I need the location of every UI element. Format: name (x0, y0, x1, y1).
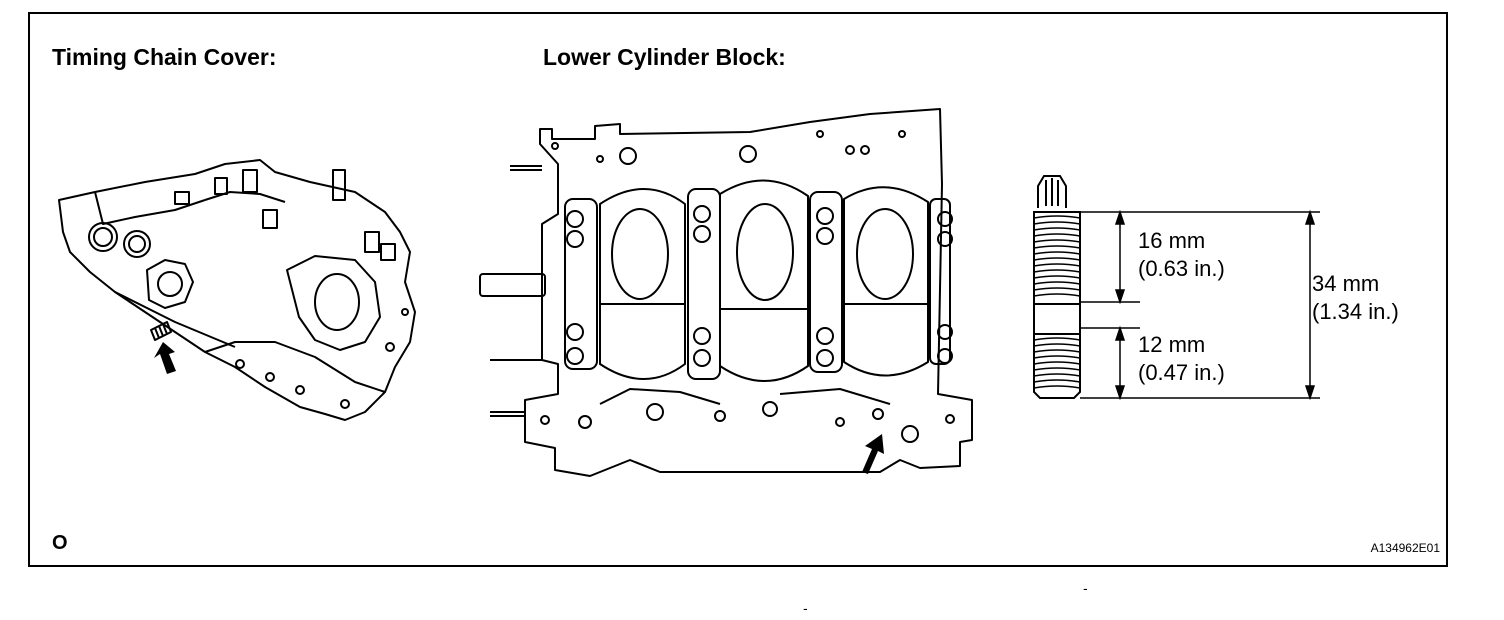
stud-bolt-drawing (1033, 175, 1081, 399)
thread-line (1033, 337, 1081, 341)
lower-length-mm: 12 mm (1138, 332, 1206, 357)
figure-code: A134962E01 (1370, 541, 1440, 555)
thread-line (1033, 263, 1081, 267)
thread-line (1033, 233, 1081, 237)
stud-dimension-lines (1080, 209, 1320, 401)
upper-length-label: 16 mm (0.63 in.) (1138, 227, 1225, 283)
thread-line (1033, 215, 1081, 219)
lower-cylinder-block-drawing (479, 108, 973, 477)
thread-line (1033, 367, 1081, 371)
overall-length-inch: (1.34 in.) (1312, 299, 1399, 324)
thread-line (1033, 343, 1081, 347)
lower-length-inch: (0.47 in.) (1138, 360, 1225, 385)
thread-line (1033, 251, 1081, 255)
thread-line (1033, 239, 1081, 243)
upper-length-mm: 16 mm (1138, 228, 1206, 253)
thread-line (1033, 269, 1081, 273)
lower-length-label: 12 mm (0.47 in.) (1138, 331, 1225, 387)
thread-line (1033, 275, 1081, 279)
thread-line (1033, 287, 1081, 291)
thread-line (1033, 227, 1081, 231)
timing-chain-cover-title: Timing Chain Cover: (52, 44, 277, 70)
thread-line (1033, 355, 1081, 359)
overall-length-mm: 34 mm (1312, 271, 1380, 296)
overall-length-label: 34 mm (1.34 in.) (1312, 270, 1399, 326)
thread-line (1033, 257, 1081, 261)
figure-frame: Timing Chain Cover: Lower Cylinder Block… (28, 12, 1448, 567)
thread-line (1033, 221, 1081, 225)
thread-line (1033, 361, 1081, 365)
lower-cylinder-block-title: Lower Cylinder Block: (543, 44, 786, 70)
corner-mark: O (52, 532, 68, 554)
thread-line (1033, 245, 1081, 249)
thread-line (1033, 293, 1081, 297)
thread-line (1033, 281, 1081, 285)
thread-line (1033, 379, 1081, 383)
stray-dash: - (1083, 580, 1088, 596)
upper-length-inch: (0.63 in.) (1138, 256, 1225, 281)
stray-dash: - (803, 600, 808, 616)
thread-line (1033, 349, 1081, 353)
timing-chain-cover-drawing (58, 159, 416, 421)
thread-line (1033, 385, 1081, 389)
thread-line (1033, 373, 1081, 377)
